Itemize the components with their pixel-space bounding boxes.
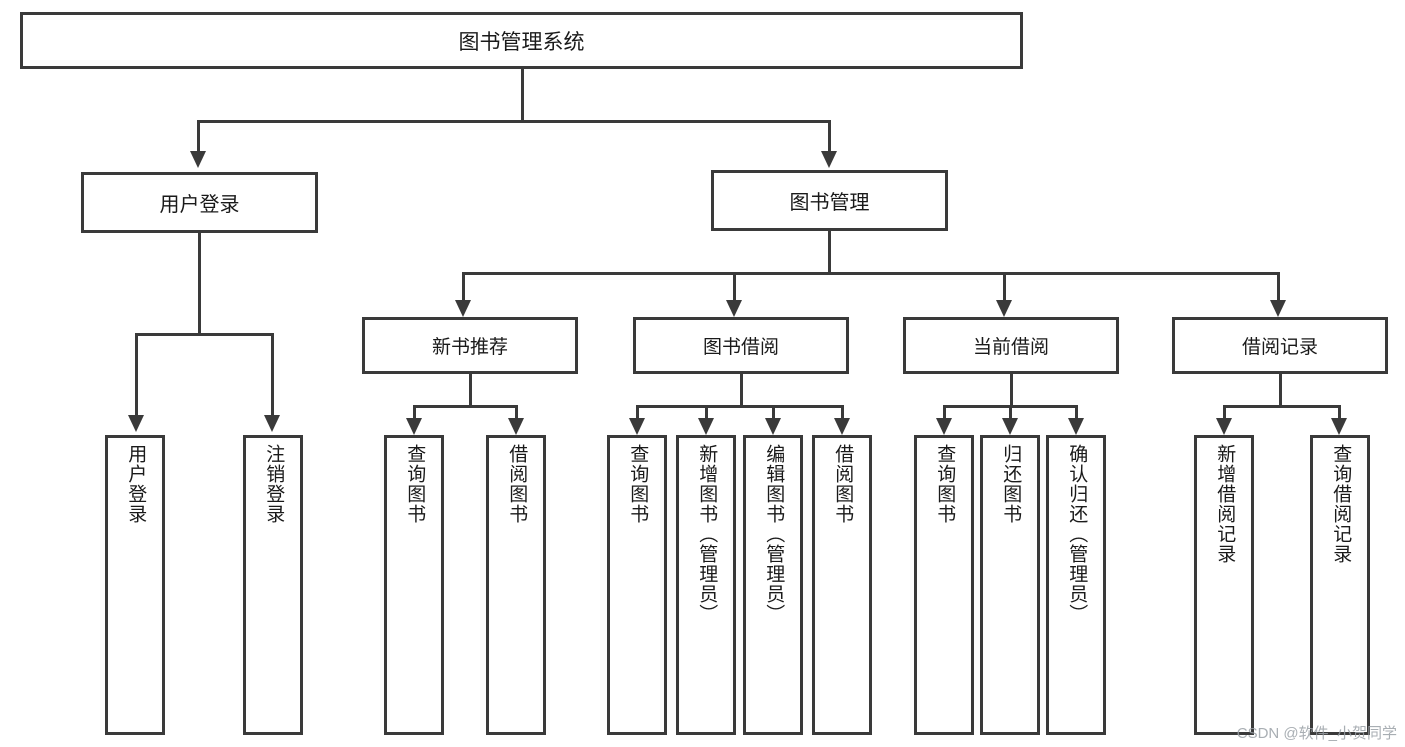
- leaf-bb-borrow-book[interactable]: 借阅图书: [812, 435, 872, 735]
- leaf-bb-edit-book-admin[interactable]: 编辑图书（管理员）: [743, 435, 803, 735]
- connector-cb-drop-2: [1009, 405, 1012, 418]
- arrowhead-bb-leaf-4: [834, 418, 850, 435]
- connector-bb-drop-3: [772, 405, 775, 418]
- connector-bb-drop-2: [705, 405, 708, 418]
- arrowhead-to-leaf-logout: [264, 415, 280, 432]
- node-borrow-record[interactable]: 借阅记录: [1172, 317, 1388, 374]
- connector-user-login-stem: [198, 233, 201, 333]
- leaf-br-add-record[interactable]: 新增借阅记录: [1194, 435, 1254, 735]
- connector-bm-drop-4: [1277, 272, 1280, 300]
- leaf-label: 编辑图书（管理员）: [763, 444, 785, 624]
- arrowhead-bb-leaf-1: [629, 418, 645, 435]
- leaf-label: 用户登录: [125, 444, 147, 524]
- leaf-label: 借阅图书: [832, 444, 854, 524]
- arrowhead-nbr-leaf-2: [508, 418, 524, 435]
- arrowhead-to-new-book-recommend: [455, 300, 471, 317]
- node-user-login[interactable]: 用户登录: [81, 172, 318, 233]
- node-label: 用户登录: [159, 194, 240, 216]
- connector-root-drop-left: [197, 120, 200, 151]
- connector-root-stem: [521, 69, 524, 120]
- arrowhead-br-leaf-2: [1331, 418, 1347, 435]
- leaf-nbr-borrow-book[interactable]: 借阅图书: [486, 435, 546, 735]
- arrowhead-bb-leaf-3: [765, 418, 781, 435]
- arrowhead-nbr-leaf-1: [406, 418, 422, 435]
- connector-nbr-stem: [469, 374, 472, 405]
- connector-cb-stem: [1010, 374, 1013, 405]
- node-current-borrow[interactable]: 当前借阅: [903, 317, 1119, 374]
- arrowhead-cb-leaf-2: [1002, 418, 1018, 435]
- connector-bm-drop-1: [462, 272, 465, 300]
- leaf-cb-query-book[interactable]: 查询图书: [914, 435, 974, 735]
- connector-nbr-bus: [413, 405, 518, 408]
- arrowhead-to-current-borrow: [996, 300, 1012, 317]
- connector-br-bus: [1223, 405, 1341, 408]
- connector-bb-stem: [740, 374, 743, 405]
- connector-br-drop-1: [1223, 405, 1226, 418]
- leaf-label: 归还图书: [1000, 444, 1022, 524]
- connector-bb-bus: [636, 405, 844, 408]
- connector-root-bus: [197, 120, 831, 123]
- arrowhead-br-leaf-1: [1216, 418, 1232, 435]
- leaf-nbr-query-book[interactable]: 查询图书: [384, 435, 444, 735]
- connector-br-stem: [1279, 374, 1282, 405]
- connector-user-login-drop-2: [271, 333, 274, 415]
- node-label: 图书借阅: [702, 337, 779, 358]
- leaf-label: 查询图书: [627, 444, 649, 524]
- leaf-label: 查询图书: [934, 444, 956, 524]
- connector-nbr-drop-2: [515, 405, 518, 418]
- node-label: 图书管理: [789, 192, 870, 214]
- leaf-label: 新增图书（管理员）: [696, 444, 718, 624]
- node-book-management[interactable]: 图书管理: [711, 170, 948, 231]
- leaf-label: 注销登录: [263, 444, 285, 524]
- node-book-borrow[interactable]: 图书借阅: [633, 317, 849, 374]
- connector-user-login-bus: [135, 333, 274, 336]
- leaf-br-query-record[interactable]: 查询借阅记录: [1310, 435, 1370, 735]
- connector-bm-drop-3: [1003, 272, 1006, 300]
- node-label: 新书推荐: [431, 337, 508, 358]
- leaf-cb-confirm-return-admin[interactable]: 确认归还（管理员）: [1046, 435, 1106, 735]
- arrowhead-cb-leaf-1: [936, 418, 952, 435]
- leaf-label: 新增借阅记录: [1214, 444, 1236, 564]
- connector-bm-drop-2: [733, 272, 736, 300]
- connector-cb-drop-3: [1075, 405, 1078, 418]
- arrowhead-cb-leaf-3: [1068, 418, 1084, 435]
- leaf-logout[interactable]: 注销登录: [243, 435, 303, 735]
- arrowhead-to-user-login: [190, 151, 206, 168]
- leaf-bb-query-book[interactable]: 查询图书: [607, 435, 667, 735]
- connector-user-login-drop-1: [135, 333, 138, 415]
- leaf-label: 查询图书: [404, 444, 426, 524]
- node-root-system[interactable]: 图书管理系统: [20, 12, 1023, 69]
- connector-book-management-bus: [462, 272, 1280, 275]
- arrowhead-to-leaf-user-login: [128, 415, 144, 432]
- connector-bb-drop-4: [841, 405, 844, 418]
- connector-bb-drop-1: [636, 405, 639, 418]
- leaf-bb-add-book-admin[interactable]: 新增图书（管理员）: [676, 435, 736, 735]
- connector-book-management-stem: [828, 231, 831, 272]
- connector-cb-drop-1: [943, 405, 946, 418]
- connector-nbr-drop-1: [413, 405, 416, 418]
- leaf-label: 确认归还（管理员）: [1066, 444, 1088, 624]
- connector-root-drop-right: [828, 120, 831, 151]
- leaf-cb-return-book[interactable]: 归还图书: [980, 435, 1040, 735]
- arrowhead-to-book-borrow: [726, 300, 742, 317]
- arrowhead-to-book-management: [821, 151, 837, 168]
- arrowhead-to-borrow-record: [1270, 300, 1286, 317]
- connector-br-drop-2: [1338, 405, 1341, 418]
- leaf-user-login[interactable]: 用户登录: [105, 435, 165, 735]
- node-label: 图书管理系统: [458, 30, 585, 54]
- node-label: 当前借阅: [972, 337, 1049, 358]
- node-label: 借阅记录: [1241, 337, 1318, 358]
- arrowhead-bb-leaf-2: [698, 418, 714, 435]
- leaf-label: 借阅图书: [506, 444, 528, 524]
- leaf-label: 查询借阅记录: [1330, 444, 1352, 564]
- node-new-book-recommend[interactable]: 新书推荐: [362, 317, 578, 374]
